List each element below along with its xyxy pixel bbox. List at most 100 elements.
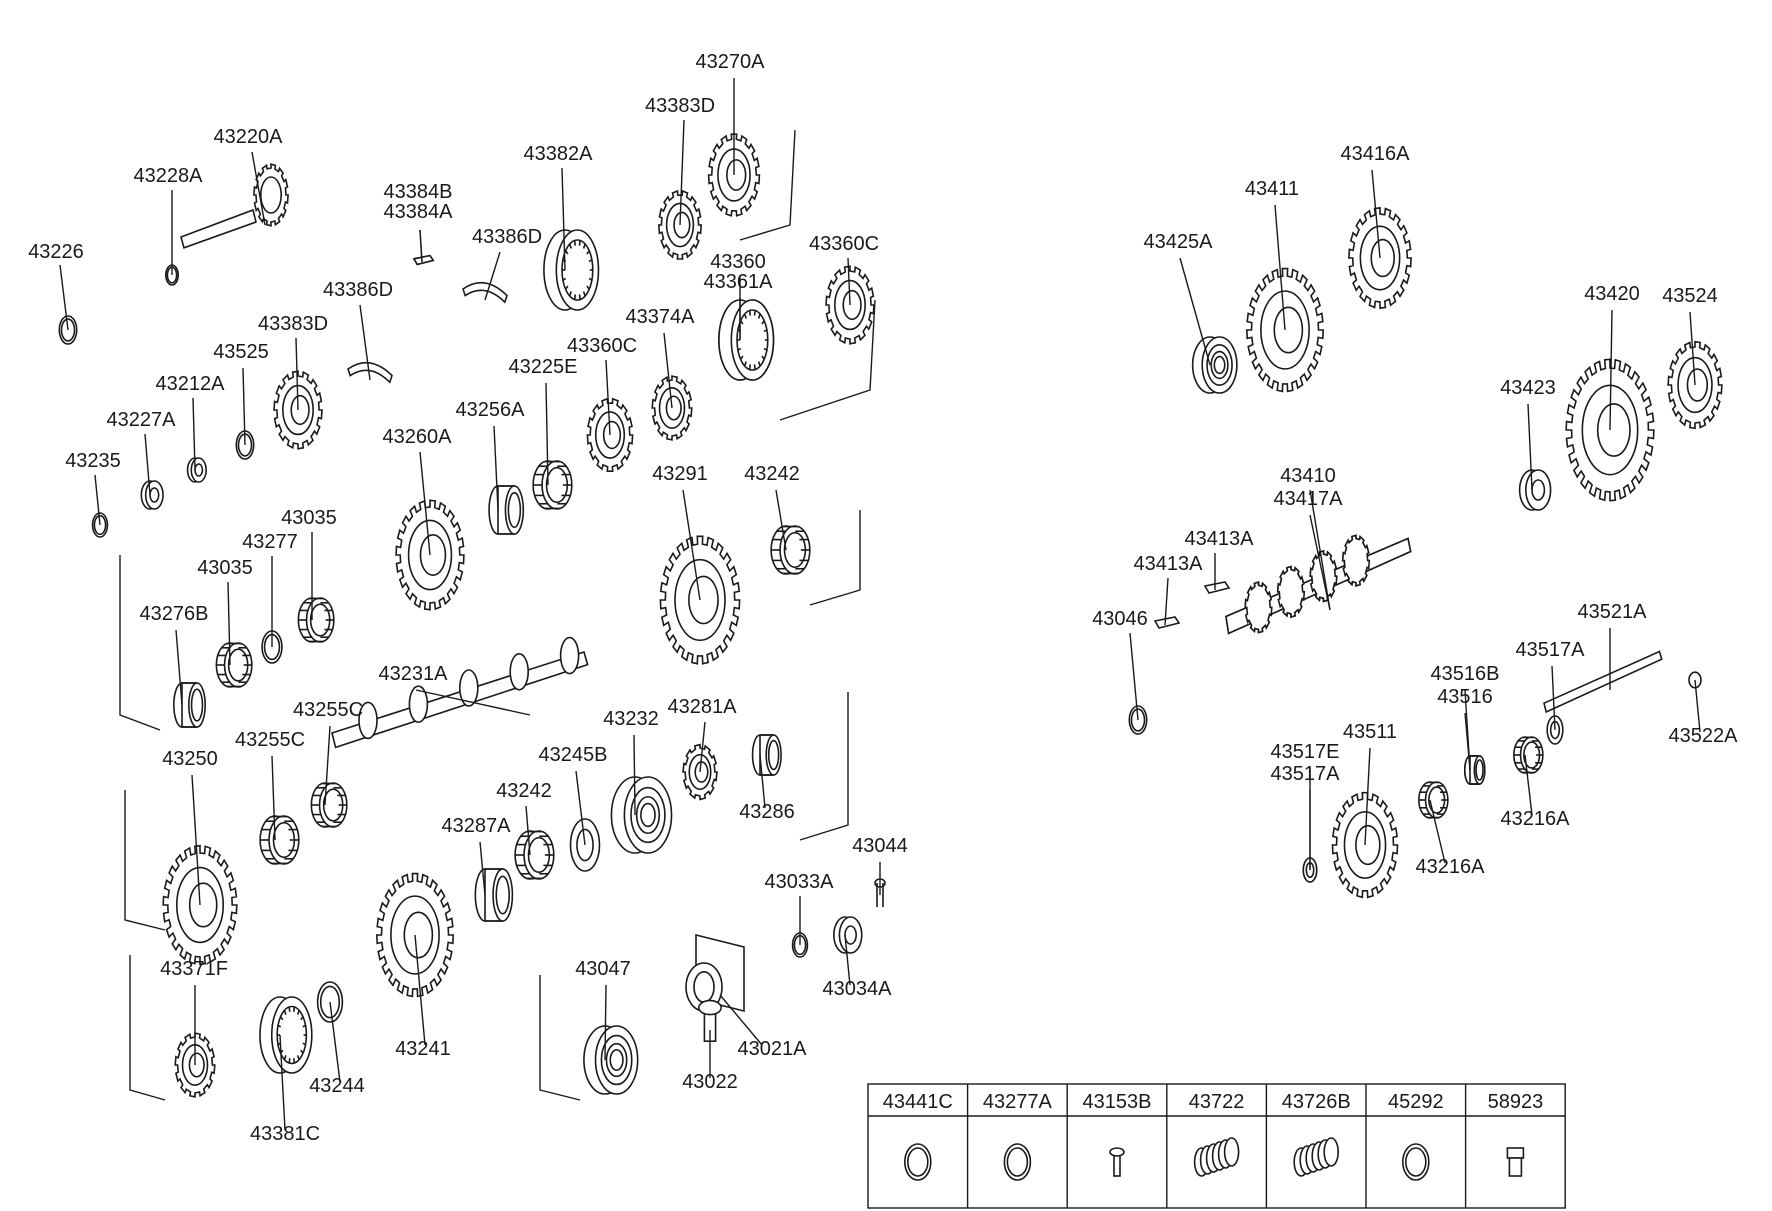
needle-bearing-part (297, 597, 335, 643)
part-label: 43511 (1343, 721, 1397, 743)
main-shaft-part (331, 636, 589, 749)
group-bracket (124, 790, 166, 931)
legend-header: 43277A (983, 1091, 1053, 1113)
part-label: 43225E (509, 356, 578, 378)
part-label: 43417A (1274, 488, 1344, 510)
leader-line (775, 489, 787, 551)
spring-part (347, 361, 393, 384)
leader-line (329, 1001, 341, 1083)
group-bracket (119, 555, 161, 731)
part-label: 43521A (1578, 601, 1648, 623)
leader-line (561, 167, 566, 271)
bolt-icon (1109, 1147, 1125, 1177)
part-label: 43522A (1669, 725, 1739, 747)
part-label: 43228A (134, 165, 204, 187)
ring-icon (903, 1143, 932, 1181)
needle-bearing-part (514, 830, 555, 880)
leader-line (94, 474, 101, 526)
leader-line (679, 119, 685, 226)
legend-header: 43726B (1282, 1091, 1351, 1113)
leader-line (271, 755, 276, 841)
legend-header: 43722 (1189, 1091, 1245, 1113)
leader-line (699, 721, 706, 773)
part-label: 43044 (852, 835, 908, 857)
part-label: 43516B (1431, 663, 1500, 685)
leader-line (575, 770, 586, 846)
part-label: 43241 (395, 1038, 451, 1060)
leader-line (484, 251, 501, 301)
part-label: 43425A (1144, 231, 1214, 253)
collar-part (173, 682, 206, 728)
snap-ring-part (1128, 705, 1148, 735)
leader-line (1429, 799, 1446, 864)
part-label: 43220A (214, 126, 284, 148)
part-label: 43382A (524, 143, 594, 165)
part-label: 43270A (696, 51, 766, 73)
part-label: 43242 (744, 463, 800, 485)
leader-line (1371, 169, 1381, 259)
needle-bearing-part (770, 525, 811, 575)
leader-line (847, 257, 851, 306)
part-label: 43035 (281, 507, 337, 529)
leader-line (1694, 679, 1701, 733)
part-label: 43524 (1662, 285, 1718, 307)
part-label: 43255C (235, 729, 305, 751)
needle-bearing-part (259, 815, 300, 865)
leader-line (1129, 632, 1139, 721)
part-label: 43360C (567, 335, 637, 357)
key-part (1203, 581, 1231, 594)
part-label: 43411 (1245, 178, 1299, 200)
part-label: 43383D (258, 313, 328, 335)
part-label: 43256A (456, 399, 526, 421)
part-label: 43276B (140, 603, 209, 625)
part-label: 43035 (197, 557, 253, 579)
leader-line (1179, 257, 1211, 366)
leader-line (242, 367, 246, 446)
fitting-icon (1506, 1147, 1525, 1177)
leader-line (1689, 311, 1696, 386)
part-label: 43383D (645, 95, 715, 117)
leader-line (279, 1034, 286, 1131)
counter-shaft-part (1225, 534, 1412, 635)
spring-icon (1193, 1137, 1240, 1177)
part-label: 43260A (383, 426, 453, 448)
part-label: 43517A (1516, 639, 1586, 661)
part-label: 43245B (539, 744, 608, 766)
flange-part (685, 933, 745, 1013)
part-label: 43242 (496, 780, 552, 802)
leader-line (1464, 712, 1471, 771)
part-label: 43384A (384, 201, 454, 223)
leader-line (1309, 489, 1331, 611)
leader-line (191, 774, 201, 906)
part-label: 43281A (668, 696, 738, 718)
leader-line (479, 841, 486, 896)
part-label: 43227A (107, 409, 177, 431)
leader-line (144, 433, 151, 496)
leader-line (414, 934, 426, 1046)
part-label: 43517E (1271, 741, 1340, 763)
group-bracket (799, 692, 849, 841)
part-label: 43517A (1271, 763, 1341, 785)
collar-part (488, 485, 525, 535)
part-label: 43410 (1280, 465, 1336, 487)
part-label: 43277 (242, 531, 298, 553)
legend-header: 58923 (1488, 1091, 1544, 1113)
leader-line (604, 984, 607, 1061)
legend-header: 45292 (1388, 1091, 1444, 1113)
part-label: 43374A (626, 306, 696, 328)
leader-line (1609, 309, 1613, 431)
leader-line (663, 332, 673, 409)
part-label: 43216A (1501, 808, 1571, 830)
part-label: 43250 (162, 748, 218, 770)
part-label: 43525 (213, 341, 269, 363)
leader-line (419, 229, 423, 263)
spring-icon (1293, 1137, 1339, 1177)
part-label: 43212A (156, 373, 226, 395)
part-label: 43235 (65, 450, 121, 472)
part-label: 43291 (652, 463, 708, 485)
part-label: 43420 (1584, 283, 1640, 305)
pin-shaft-part (1543, 650, 1663, 714)
part-label: 43244 (309, 1075, 365, 1097)
part-label: 43022 (682, 1071, 738, 1093)
leader-line (359, 304, 371, 381)
